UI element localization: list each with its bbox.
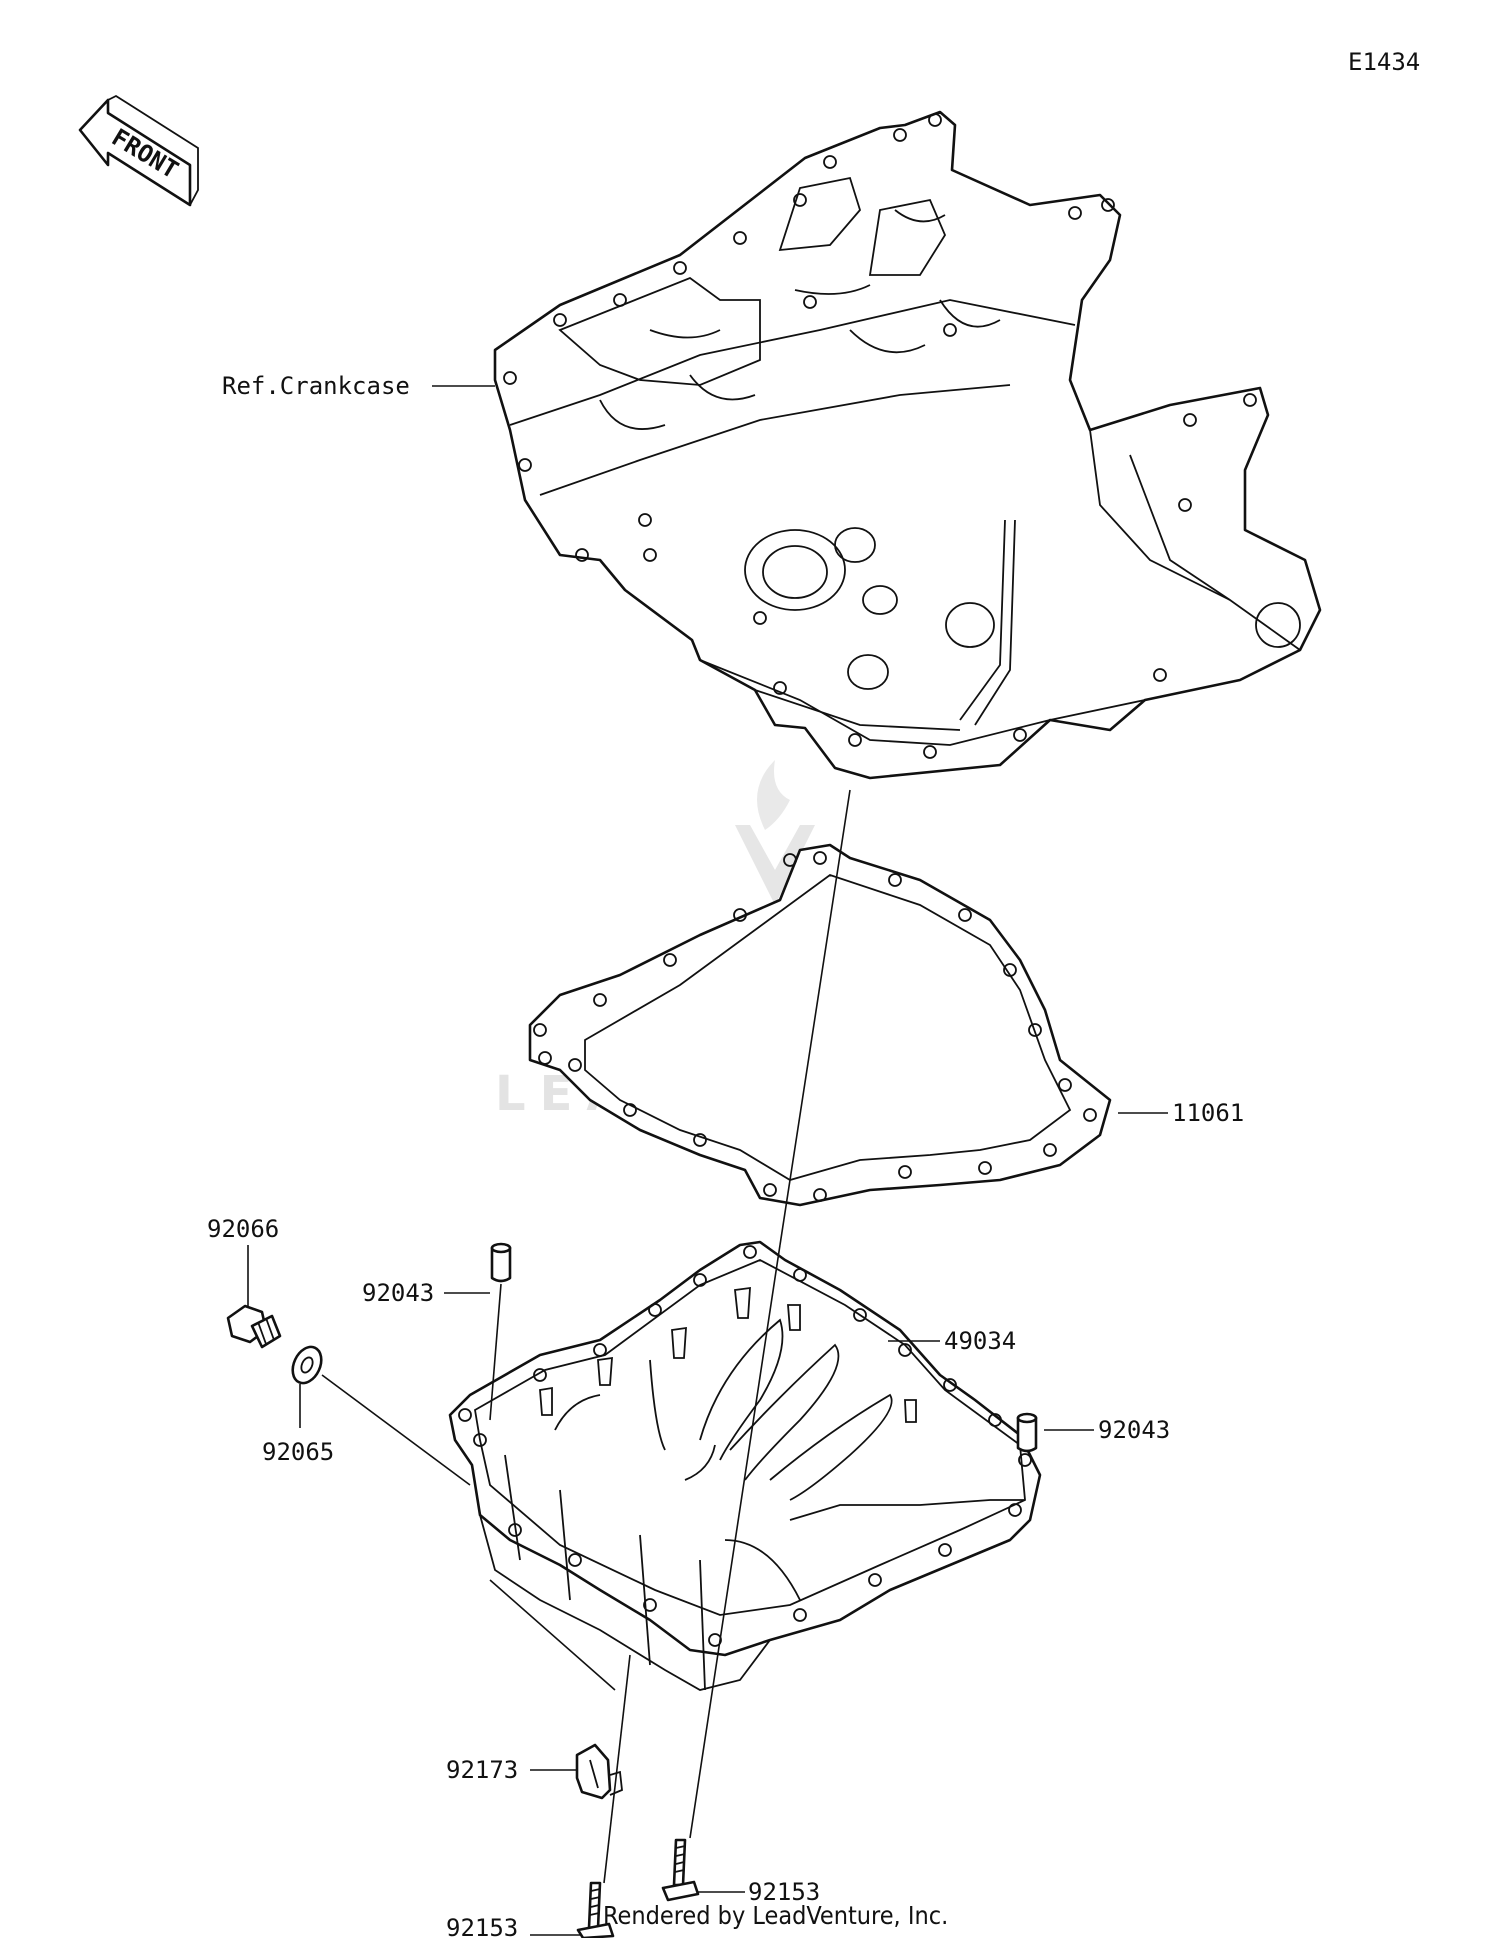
callout-92153-right[interactable]: 92153 bbox=[748, 1878, 820, 1906]
callout-92153-left[interactable]: 92153 bbox=[446, 1914, 518, 1938]
clamp-drawing bbox=[575, 1743, 623, 1800]
callout-11061[interactable]: 11061 bbox=[1172, 1099, 1244, 1127]
front-arrow-icon: FRONT bbox=[78, 94, 199, 207]
callout-49034[interactable]: 49034 bbox=[944, 1327, 1016, 1355]
oil-pan-drawing bbox=[448, 1240, 1042, 1691]
drain-washer-drawing bbox=[291, 1345, 323, 1385]
callout-92043-right[interactable]: 92043 bbox=[1098, 1416, 1170, 1444]
callout-ref-crankcase[interactable]: Ref.Crankcase bbox=[222, 372, 410, 400]
drain-plug-drawing bbox=[226, 1304, 282, 1349]
dowel-pin-right-drawing bbox=[1016, 1412, 1038, 1453]
oil-pan-gasket-drawing bbox=[528, 843, 1112, 1207]
callout-92043-left[interactable]: 92043 bbox=[362, 1279, 434, 1307]
leader-lines bbox=[247, 385, 1168, 1936]
callout-92173[interactable]: 92173 bbox=[446, 1756, 518, 1784]
crankcase-drawing bbox=[493, 110, 1322, 780]
callout-92066[interactable]: 92066 bbox=[207, 1215, 279, 1243]
bolt-right-drawing bbox=[661, 1838, 700, 1902]
diagram-code: E1434 bbox=[1348, 48, 1420, 76]
dowel-pin-left-drawing bbox=[490, 1242, 512, 1283]
callout-92065[interactable]: 92065 bbox=[262, 1438, 334, 1466]
bolt-left-drawing bbox=[576, 1881, 615, 1938]
